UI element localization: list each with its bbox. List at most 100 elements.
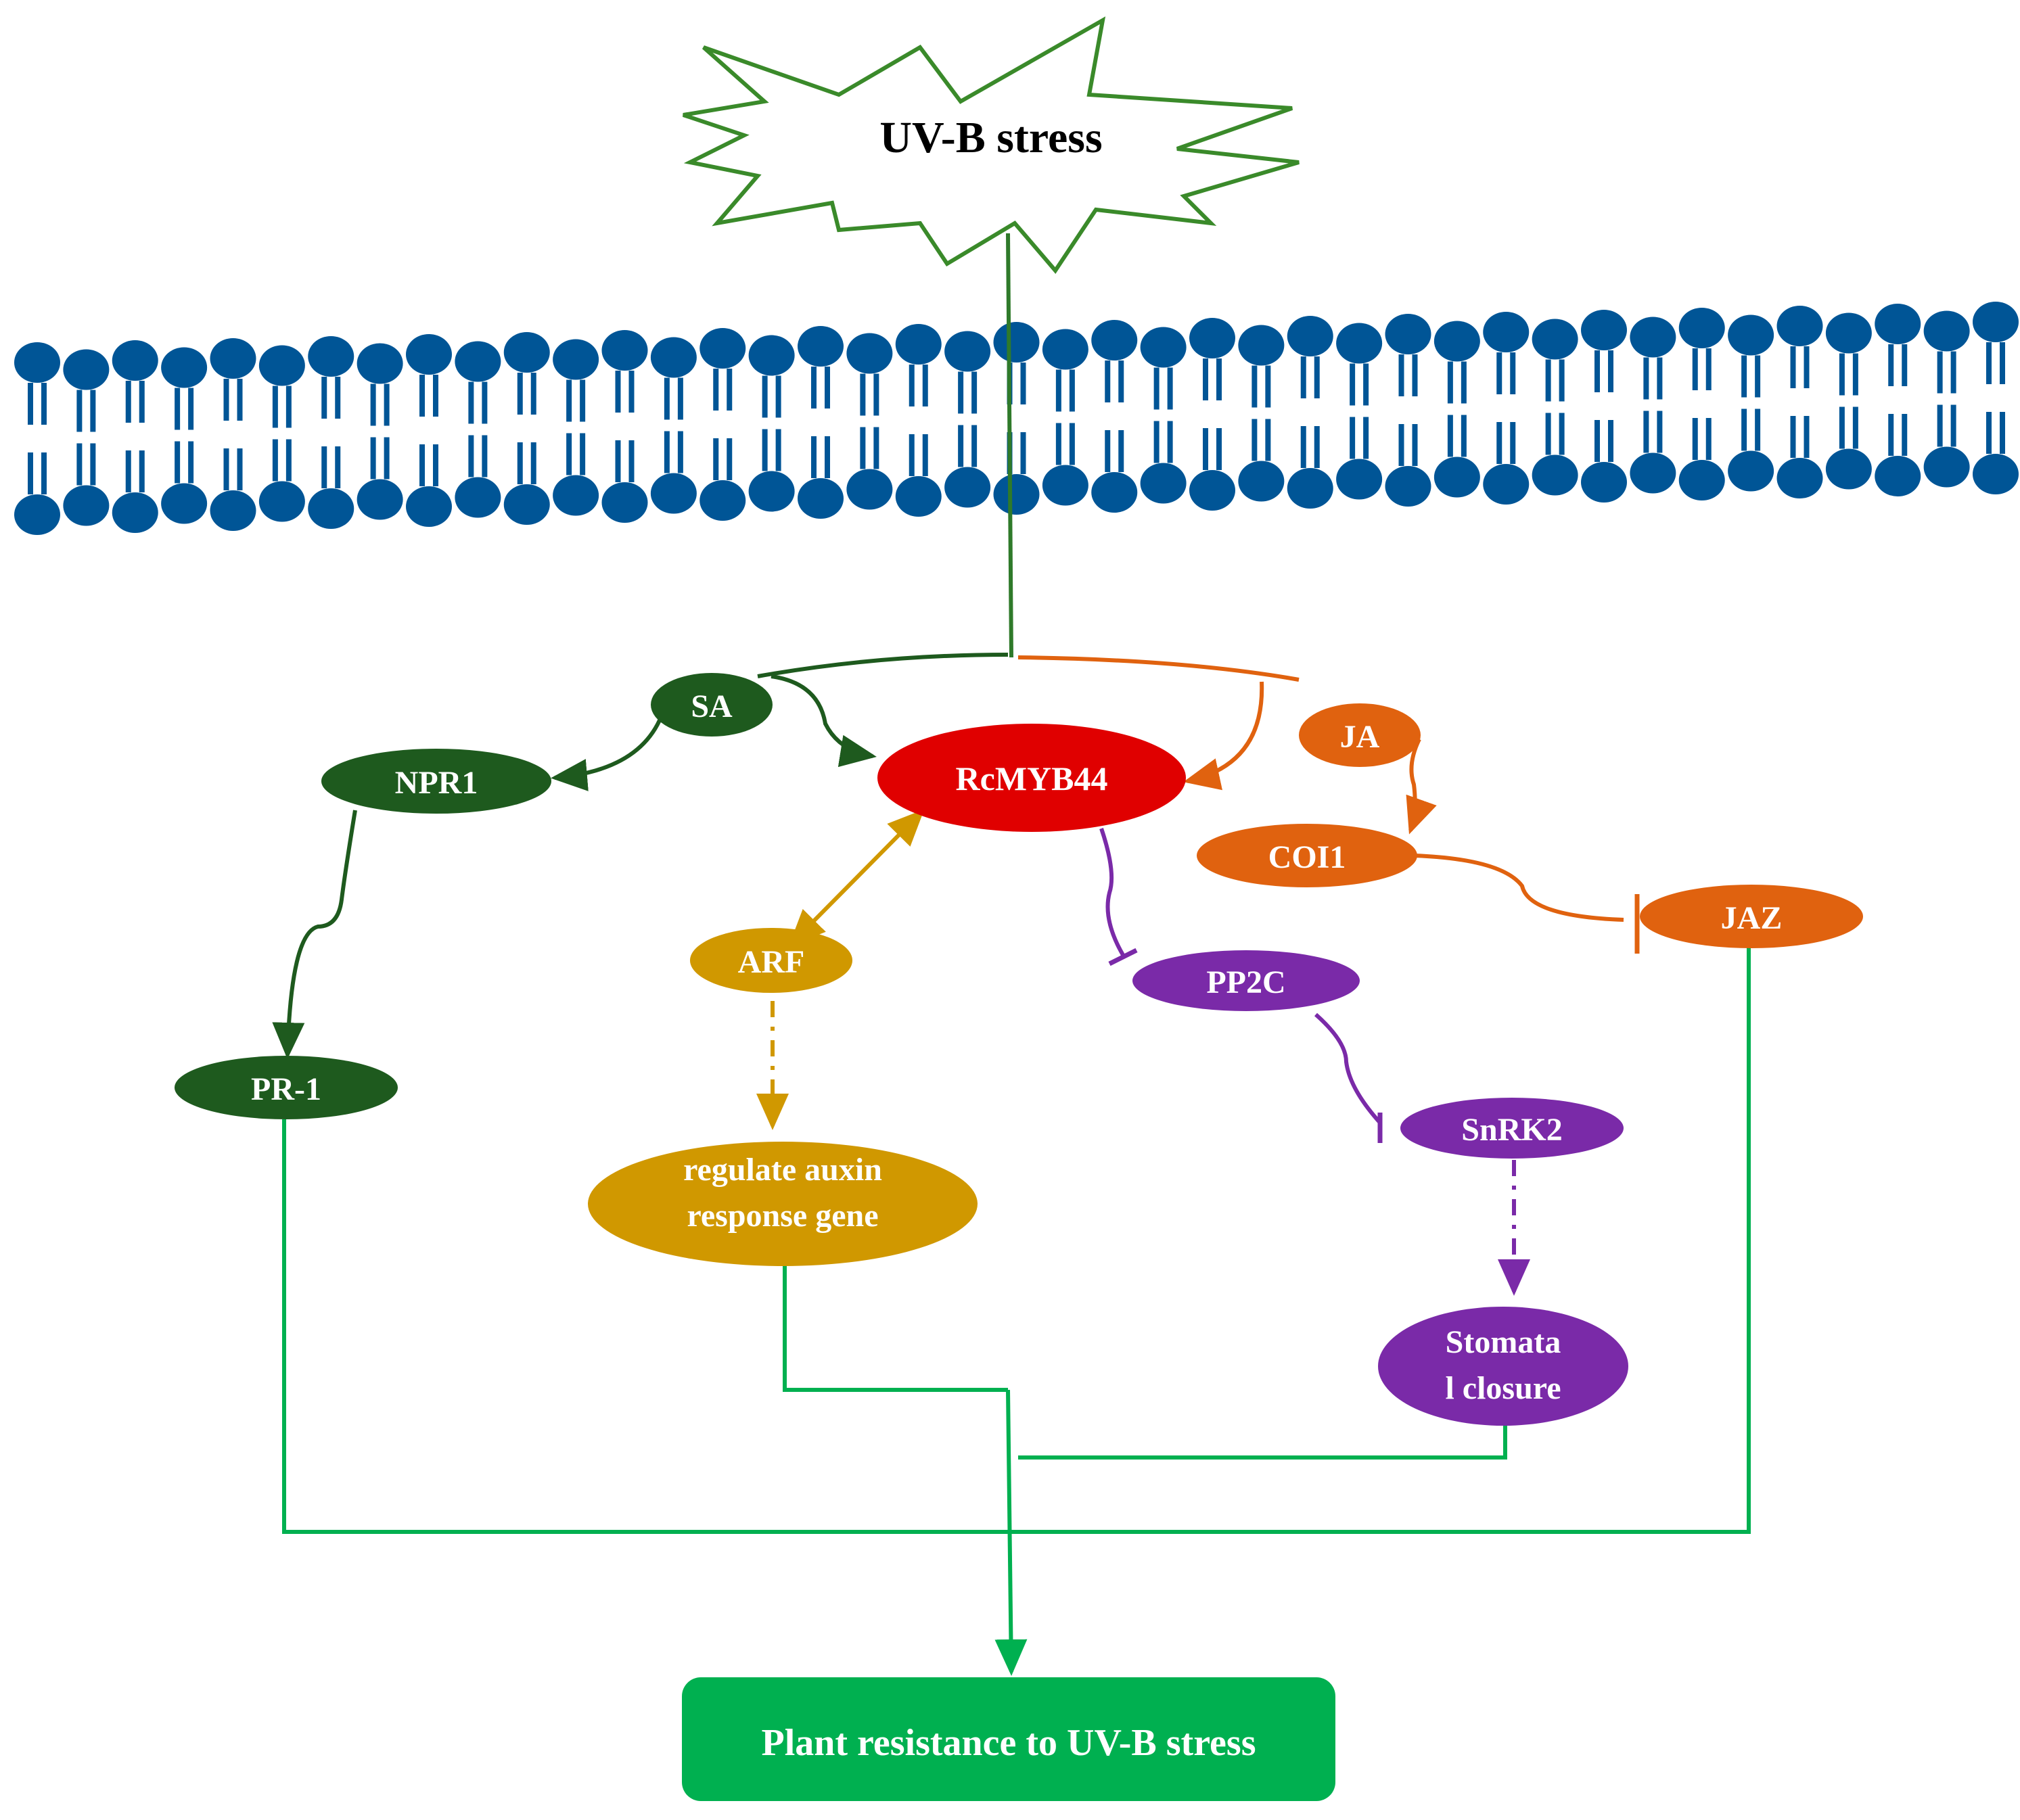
lipid-head-lower: [553, 475, 599, 516]
lipid-tail-lower: [1559, 413, 1565, 455]
node-ja-label: JA: [1340, 719, 1380, 755]
node-stomatal-closure: Stomata l closure: [1378, 1307, 1628, 1426]
lipid-tail-upper: [1105, 360, 1111, 402]
lipid-head-upper: [944, 331, 991, 372]
node-coi1-label: COI1: [1268, 839, 1346, 875]
lipid-tail-lower: [628, 440, 635, 482]
node-pr1: PR-1: [175, 1056, 398, 1119]
lipid-tail-upper: [677, 377, 683, 420]
lipid-tail-lower: [664, 431, 670, 473]
lipid-tail-upper: [727, 369, 733, 411]
lipid-tail-upper: [530, 373, 536, 415]
lipid-tail-lower: [223, 448, 229, 490]
lipid-head-lower: [63, 485, 110, 526]
node-ja: JA: [1299, 703, 1421, 767]
lipid-tail-lower: [1986, 412, 1992, 454]
lipid-head-upper: [14, 342, 60, 383]
lipid-tail-lower: [1937, 404, 1943, 447]
lipid-head-upper: [1042, 329, 1088, 370]
lipid-tail-lower: [468, 435, 474, 477]
lipid-tail-upper: [1790, 346, 1796, 388]
lipid-tail-upper: [384, 383, 390, 426]
lipid-tail-upper: [1608, 350, 1613, 392]
lipid-head-lower: [1140, 463, 1187, 504]
lipid-tail-lower: [1118, 430, 1124, 472]
lipid-head-lower: [1091, 472, 1138, 513]
lipid-tail-lower: [1545, 413, 1551, 455]
lipid-head-upper: [503, 332, 550, 373]
lipid-tail-upper: [1937, 351, 1943, 394]
lipid-tail-upper: [971, 371, 978, 414]
lipid-tail-upper: [1350, 363, 1356, 406]
lipid-tail-upper: [175, 388, 181, 430]
lipid-tail-upper: [1020, 363, 1026, 404]
node-auxin-line1: regulate auxin: [683, 1152, 882, 1188]
lipid-tail-lower: [1350, 417, 1356, 459]
lipid-tail-lower: [1412, 424, 1418, 466]
lipid-head-lower: [1385, 466, 1431, 507]
node-auxin-response: regulate auxin response gene: [588, 1142, 978, 1266]
lipid-tail-lower: [188, 441, 194, 484]
lipid-head-upper: [1336, 323, 1383, 364]
lipid-tail-upper: [419, 375, 425, 417]
lipid-tail-lower: [1105, 430, 1111, 472]
lipid-tail-upper: [1950, 351, 1956, 394]
lipid-tail-upper: [1741, 355, 1747, 398]
lipid-tail-lower: [727, 438, 733, 480]
lipid-tail-lower: [384, 437, 390, 480]
lipid-tail-lower: [139, 450, 145, 492]
sa-branch-edges: [272, 653, 1009, 1059]
lipid-tail-upper: [125, 381, 131, 423]
lipid-tail-upper: [1692, 348, 1698, 390]
node-npr1: NPR1: [321, 749, 551, 814]
lipid-tail-upper: [41, 383, 47, 425]
lipid-tail-lower: [811, 436, 817, 478]
ja-branch-edges: [1017, 655, 1640, 954]
lipid-head-lower: [1483, 464, 1530, 505]
lipid-head-lower: [1189, 470, 1235, 511]
starburst-icon: [683, 16, 1300, 274]
lipid-tail-upper: [285, 386, 292, 428]
lipid-tail-upper: [762, 375, 768, 418]
lipid-tail-upper: [2000, 342, 2005, 384]
lipid-tail-upper: [1118, 360, 1124, 402]
lipid-tail-lower: [1167, 421, 1173, 463]
lipid-head-upper: [1630, 317, 1676, 358]
lipid-head-upper: [1140, 327, 1187, 368]
lipid-tail-upper: [188, 388, 194, 430]
lipid-tail-lower: [335, 446, 341, 488]
lipid-tail-lower: [873, 427, 879, 469]
lipid-head-lower: [210, 490, 256, 531]
lipid-tail-lower: [2000, 412, 2005, 454]
lipid-head-lower: [748, 471, 795, 512]
lipid-tail-lower: [237, 448, 243, 490]
lipid-tail-lower: [860, 427, 866, 469]
node-coi1: COI1: [1197, 824, 1417, 887]
node-pr1-label: PR-1: [251, 1071, 321, 1107]
lipid-head-lower: [357, 479, 403, 520]
lipid-tail-upper: [1153, 367, 1160, 410]
lipid-tail-lower: [1755, 409, 1761, 451]
lipid-tail-lower: [1363, 417, 1369, 459]
lipid-tail-upper: [909, 365, 915, 406]
lipid-tail-upper: [90, 390, 96, 432]
node-rcmyb44: RcMYB44: [877, 724, 1186, 832]
node-pp2c-label: PP2C: [1206, 964, 1285, 1000]
lipid-head-upper: [112, 340, 158, 381]
lipid-tail-lower: [1692, 418, 1698, 460]
lipid-tail-upper: [1069, 369, 1075, 412]
lipid-head-upper: [846, 333, 893, 374]
lipid-tail-lower: [1950, 404, 1956, 447]
lipid-tail-lower: [1594, 420, 1600, 462]
rcmyb44-arf-edge: [788, 809, 925, 947]
lipid-tail-upper: [1216, 358, 1222, 400]
lipid-head-lower: [1287, 468, 1333, 509]
lipid-tail-lower: [1447, 415, 1453, 457]
lipid-head-lower: [1973, 454, 2019, 494]
outcome-box: Plant resistance to UV-B stress: [682, 1677, 1335, 1801]
lipid-head-upper: [1385, 314, 1431, 354]
lipid-tail-upper: [1643, 357, 1649, 400]
lipid-tail-upper: [1167, 367, 1173, 410]
lipid-tail-upper: [433, 375, 438, 417]
lipid-head-lower: [699, 480, 746, 521]
